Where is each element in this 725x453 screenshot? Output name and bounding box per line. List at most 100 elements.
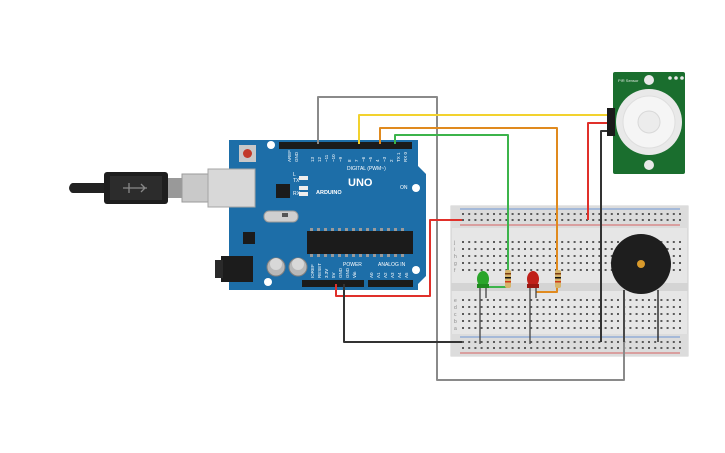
resistor-icon[interactable] bbox=[505, 270, 511, 288]
breadboard-hole bbox=[666, 341, 669, 343]
breadboard-hole bbox=[462, 341, 464, 343]
breadboard-hole bbox=[586, 313, 588, 315]
breadboard-hole bbox=[592, 241, 595, 243]
breadboard-hole bbox=[679, 241, 681, 243]
breadboard-hole bbox=[666, 299, 669, 301]
breadboard-hole bbox=[474, 313, 477, 315]
pir-sensor[interactable]: PIR Sensor bbox=[607, 72, 685, 174]
breadboard-hole bbox=[586, 299, 588, 301]
breadboard-hole bbox=[679, 306, 681, 308]
wire-red-sensor[interactable] bbox=[587, 122, 615, 220]
breadboard-hole bbox=[617, 347, 619, 349]
breadboard-hole bbox=[530, 347, 533, 349]
breadboard-hole bbox=[579, 347, 582, 349]
breadboard-hole bbox=[666, 248, 669, 250]
breadboard-hole bbox=[499, 327, 502, 329]
breadboard-hole bbox=[517, 306, 520, 308]
wire-black-gnd[interactable] bbox=[343, 284, 462, 343]
breadboard-hole bbox=[660, 241, 663, 243]
breadboard-hole bbox=[468, 327, 471, 329]
breadboard-hole bbox=[666, 306, 669, 308]
breadboard-hole bbox=[635, 306, 638, 308]
breadboard-hole bbox=[648, 313, 650, 315]
breadboard-hole bbox=[579, 213, 582, 215]
breadboard-hole bbox=[536, 255, 539, 257]
breadboard-hole bbox=[474, 219, 477, 221]
breadboard-hole bbox=[517, 313, 520, 315]
breadboard-hole bbox=[598, 299, 601, 301]
breadboard-hole bbox=[480, 306, 483, 308]
breadboard-hole bbox=[648, 327, 650, 329]
breadboard-hole bbox=[530, 327, 533, 329]
breadboard-hole bbox=[536, 320, 539, 322]
breadboard-hole bbox=[629, 341, 632, 343]
pin-label: A2 bbox=[383, 272, 388, 278]
breadboard-hole bbox=[660, 327, 663, 329]
breadboard-hole bbox=[536, 313, 539, 315]
breadboard-hole bbox=[548, 327, 551, 329]
wire-gray-gnd[interactable] bbox=[317, 96, 625, 381]
pin-label: GND bbox=[338, 267, 343, 278]
breadboard-hole bbox=[679, 262, 681, 264]
breadboard-hole bbox=[623, 213, 626, 215]
breadboard-hole bbox=[536, 299, 539, 301]
breadboard-hole bbox=[505, 327, 508, 329]
piezo-buzzer[interactable] bbox=[611, 234, 671, 342]
breadboard-hole bbox=[660, 320, 663, 322]
breadboard-hole bbox=[474, 241, 477, 243]
pin-label: ~11 bbox=[324, 154, 329, 162]
pin-label: A5 bbox=[404, 272, 409, 278]
breadboard-hole bbox=[586, 306, 588, 308]
breadboard-hole bbox=[660, 299, 663, 301]
resistor-icon[interactable] bbox=[555, 270, 561, 288]
breadboard-hole bbox=[567, 241, 570, 243]
breadboard-hole bbox=[635, 341, 638, 343]
breadboard-hole bbox=[598, 341, 601, 343]
breadboard-hole bbox=[579, 219, 582, 221]
breadboard-hole bbox=[579, 341, 582, 343]
red-led[interactable] bbox=[527, 271, 539, 344]
breadboard-hole bbox=[486, 327, 489, 329]
breadboard-hole bbox=[542, 347, 545, 349]
breadboard-hole bbox=[486, 320, 489, 322]
breadboard-hole bbox=[486, 219, 489, 221]
breadboard-hole bbox=[517, 255, 520, 257]
breadboard-hole bbox=[517, 320, 520, 322]
arduino-uno-board[interactable]: UNO ARDUINO DIGITAL (PWM~) POWER ANALOG … bbox=[207, 140, 426, 290]
breadboard-hole bbox=[511, 269, 514, 271]
breadboard-hole bbox=[629, 320, 632, 322]
breadboard-hole bbox=[679, 347, 681, 349]
breadboard-hole bbox=[679, 219, 681, 221]
breadboard-hole bbox=[542, 262, 545, 264]
breadboard-hole bbox=[524, 255, 526, 257]
breadboard-hole bbox=[542, 341, 545, 343]
breadboard-hole bbox=[517, 299, 520, 301]
wire-orange[interactable] bbox=[379, 127, 558, 293]
l-label: L bbox=[293, 172, 296, 178]
green-led[interactable] bbox=[477, 271, 489, 344]
breadboard-hole bbox=[462, 320, 464, 322]
breadboard-hole bbox=[654, 320, 657, 322]
breadboard-hole bbox=[660, 219, 663, 221]
row-label: i bbox=[454, 247, 455, 253]
wire-red-5v[interactable] bbox=[335, 219, 462, 297]
breadboard-hole bbox=[672, 327, 675, 329]
wire-yellow-signal[interactable] bbox=[358, 114, 615, 144]
board-name: UNO bbox=[348, 177, 373, 189]
breadboard-hole bbox=[462, 213, 464, 215]
breadboard-hole bbox=[598, 327, 601, 329]
wire-green[interactable] bbox=[394, 134, 509, 288]
breadboard-hole bbox=[660, 213, 663, 215]
breadboard-hole bbox=[561, 347, 564, 349]
pin-label: ~5 bbox=[368, 156, 373, 162]
breadboard-hole bbox=[586, 327, 588, 329]
row-label: a bbox=[454, 326, 457, 332]
breadboard-hole bbox=[573, 262, 576, 264]
breadboard-hole bbox=[598, 320, 601, 322]
breadboard-hole bbox=[617, 219, 619, 221]
breadboard-hole bbox=[530, 306, 533, 308]
breadboard-hole bbox=[499, 241, 502, 243]
breadboard-hole bbox=[468, 320, 471, 322]
breadboard-hole bbox=[524, 327, 526, 329]
breadboard-hole bbox=[548, 248, 551, 250]
